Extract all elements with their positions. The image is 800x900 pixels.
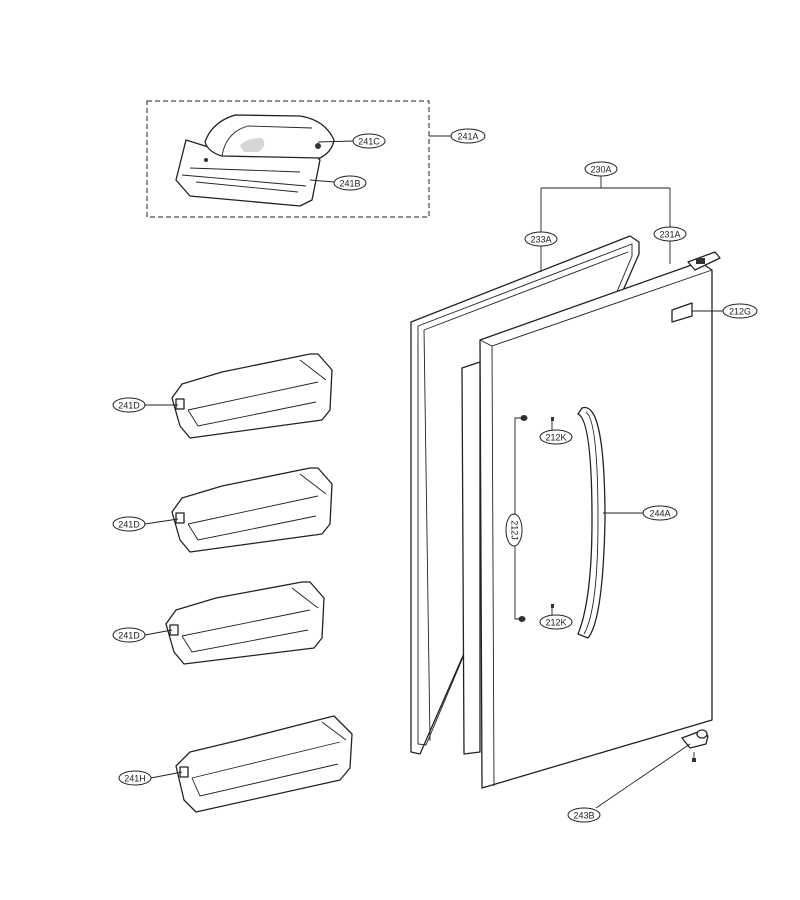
callout-212j: 212J	[505, 513, 523, 547]
assembly-241a-box	[146, 100, 430, 218]
handle-screw-top	[551, 417, 554, 421]
callout-241d-3: 241D	[112, 627, 146, 643]
callout-243b: 243B	[567, 807, 601, 823]
hinge-cover	[696, 258, 705, 264]
svg-text:243B: 243B	[573, 811, 594, 821]
callout-241c: 241C	[352, 133, 386, 149]
svg-text:241D: 241D	[118, 631, 140, 641]
callout-241h: 241H	[118, 770, 152, 786]
svg-text:241H: 241H	[124, 774, 146, 784]
door-bin-1	[171, 353, 333, 439]
svg-text:233A: 233A	[530, 235, 551, 245]
svg-text:212K: 212K	[545, 618, 566, 628]
leader-241d-2	[144, 518, 179, 525]
svg-text:241D: 241D	[118, 520, 140, 530]
callout-212k-1: 212K	[539, 429, 573, 445]
leader-243b	[595, 743, 691, 809]
svg-text:212K: 212K	[545, 433, 566, 443]
svg-text:212J: 212J	[510, 520, 520, 540]
handle-screw-bottom	[551, 604, 554, 608]
callout-241d-2: 241D	[112, 516, 146, 532]
door-bin-2	[171, 467, 333, 553]
svg-text:241D: 241D	[118, 401, 140, 411]
leader-230a	[540, 176, 671, 232]
leader-241h	[150, 771, 183, 779]
svg-text:212G: 212G	[729, 307, 751, 317]
callout-244a: 244A	[642, 505, 678, 521]
leader-241c	[317, 140, 354, 143]
callout-241a: 241A	[450, 128, 486, 144]
svg-text:231A: 231A	[659, 230, 680, 240]
door-bin-3	[165, 581, 325, 665]
svg-text:244A: 244A	[649, 509, 670, 519]
callout-233a: 233A	[524, 231, 558, 247]
callout-212k-2: 212K	[539, 614, 573, 630]
callout-230a: 230A	[584, 161, 618, 177]
svg-text:230A: 230A	[590, 165, 611, 175]
leader-241b	[309, 179, 335, 183]
svg-text:241A: 241A	[457, 132, 478, 142]
svg-text:241B: 241B	[339, 179, 360, 189]
callout-241d-1: 241D	[112, 397, 146, 413]
dairy-bin-assembly	[175, 114, 335, 207]
callout-241b: 241B	[333, 175, 367, 191]
callout-231a: 231A	[653, 226, 687, 242]
callout-212g: 212G	[722, 303, 758, 319]
door-liner	[461, 361, 481, 755]
door-bin-4	[175, 715, 353, 813]
leader-241d-3	[144, 629, 173, 636]
svg-text:241C: 241C	[358, 137, 380, 147]
bottom-hinge	[681, 729, 709, 762]
door-badge	[671, 302, 693, 323]
door-handle	[577, 406, 606, 639]
